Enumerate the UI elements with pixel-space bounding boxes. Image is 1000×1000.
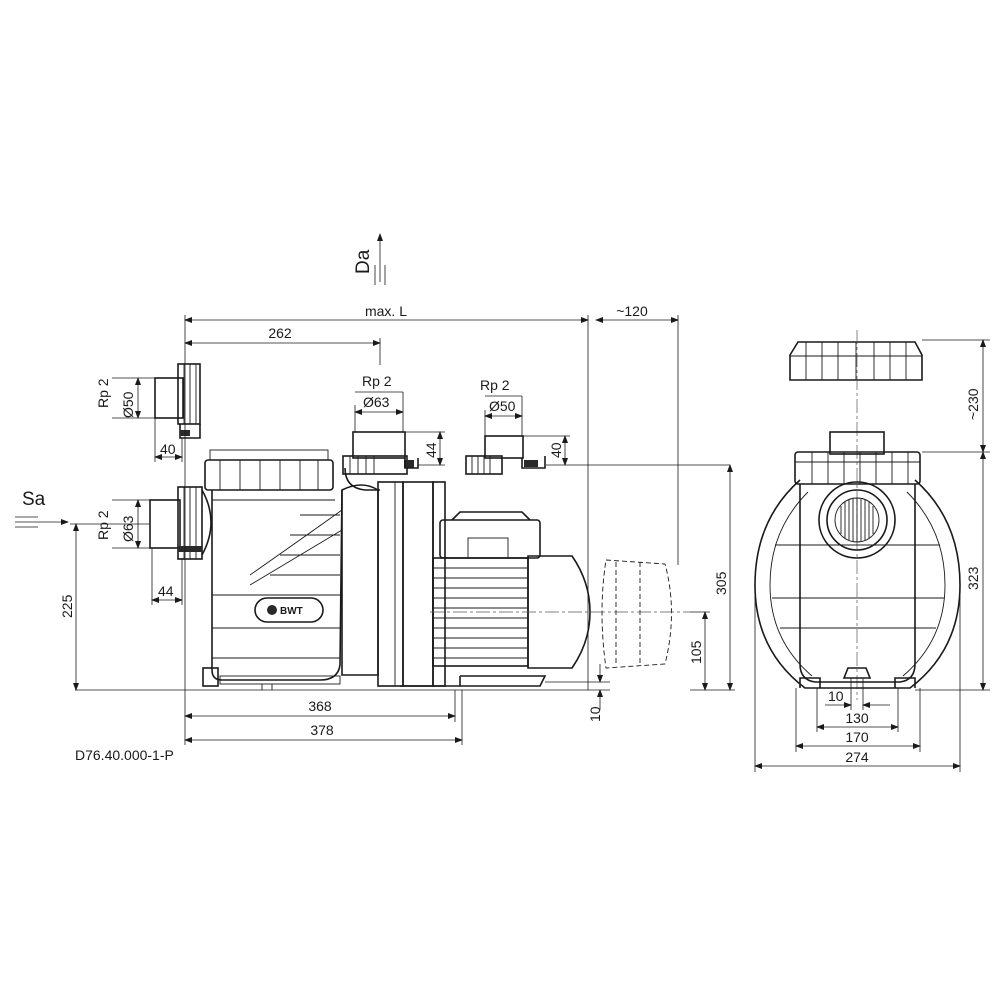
dim-10-side: 10 <box>545 664 610 722</box>
front-lid <box>794 451 921 485</box>
d40-left-label: 40 <box>160 441 176 457</box>
brand-logo: BWT <box>280 606 303 617</box>
dim-305-label: 305 <box>713 571 729 595</box>
discharge-outlet <box>342 431 419 475</box>
drawing-code: D76.40.000-1-P <box>75 747 174 763</box>
d40-mid-label: 40 <box>548 442 564 458</box>
dia63-top-label: Ø63 <box>363 394 390 410</box>
dim-130: 130 <box>816 688 899 732</box>
motor <box>432 511 672 669</box>
dim-170: 170 <box>795 688 921 752</box>
suction-arrow: Sa <box>15 489 69 528</box>
dim-230-label: ~230 <box>965 388 981 420</box>
sa-label: Sa <box>22 489 46 510</box>
front-discharge <box>829 431 885 455</box>
dim-left-top-fitting: Rp 2 Ø50 40 <box>95 377 183 462</box>
dim-225: 225 <box>59 523 150 691</box>
suction-inlet <box>149 486 212 560</box>
dim-top-fitting: Rp 2 Ø63 44 <box>354 373 445 466</box>
rp-top-label: Rp 2 <box>362 373 392 389</box>
dim-262-label: 262 <box>268 325 292 341</box>
pump-housing <box>341 467 547 687</box>
dim-323-label: 323 <box>965 566 981 590</box>
strainer-pot: BWT <box>202 449 343 690</box>
rp-left-bottom-label: Rp 2 <box>95 510 111 540</box>
dim-368: 368 <box>184 690 456 722</box>
dia50-left-label: Ø50 <box>120 391 136 418</box>
dim-225-label: 225 <box>59 594 75 618</box>
dim-10-side-label: 10 <box>587 706 603 722</box>
dim-274: 274 <box>754 585 961 772</box>
dim-378-label: 378 <box>310 722 334 738</box>
top-left-fitting <box>154 363 201 439</box>
dim-max-l: max. L <box>184 303 589 720</box>
d44-left-label: 44 <box>158 583 174 599</box>
dim-378: 378 <box>184 690 463 745</box>
rp-mid-label: Rp 2 <box>480 377 510 393</box>
dim-230: ~230 <box>922 339 990 453</box>
front-housing <box>754 479 961 689</box>
dim-274-label: 274 <box>845 749 869 765</box>
dim-105-label: 105 <box>688 640 704 664</box>
max-l-label: max. L <box>365 303 407 319</box>
dim-120: ~120 <box>595 303 679 565</box>
side-view: BWT <box>15 233 735 763</box>
dim-10-front: 10 <box>825 678 890 710</box>
dim-323: 323 <box>915 451 990 691</box>
front-lid-removed <box>789 341 923 381</box>
dim-105: 105 <box>688 611 710 691</box>
da-label: Da <box>353 249 374 274</box>
discharge-arrow: Da <box>353 233 386 285</box>
dim-10-front-label: 10 <box>828 688 844 704</box>
rp-left-top-label: Rp 2 <box>95 378 111 408</box>
alt-discharge-fitting <box>465 435 546 475</box>
dim-left-bottom-fitting: Rp 2 Ø63 44 <box>95 499 183 605</box>
dim-170-label: 170 <box>845 729 869 745</box>
dim-262: 262 <box>184 325 381 365</box>
d44-top-label: 44 <box>423 442 439 458</box>
dim-120-label: ~120 <box>616 303 648 319</box>
dia63-left-label: Ø63 <box>120 515 136 542</box>
dia50-mid-label: Ø50 <box>489 398 516 414</box>
dim-130-label: 130 <box>845 710 869 726</box>
dim-368-label: 368 <box>308 698 332 714</box>
dim-mid-fitting: Rp 2 Ø50 40 <box>480 377 730 466</box>
front-view: ~230 323 10 130 170 <box>754 330 990 772</box>
dim-305: 305 <box>690 464 735 691</box>
